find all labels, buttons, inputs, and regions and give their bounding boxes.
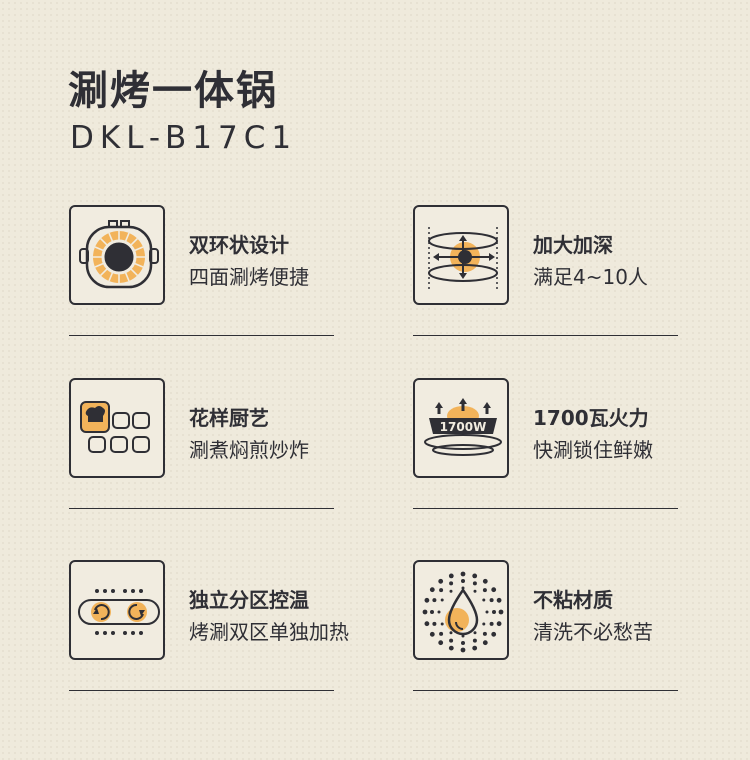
divider	[413, 335, 678, 336]
feature-icon-box	[413, 560, 509, 660]
feature-title: 花样厨艺	[189, 406, 269, 430]
feature-title: 双环状设计	[189, 233, 289, 257]
feature-icon-box	[413, 205, 509, 305]
feature-title: 1700瓦火力	[533, 406, 649, 430]
feature-title: 独立分区控温	[189, 588, 309, 612]
feature-dual-ring: 双环状设计 四面涮烤便捷	[69, 205, 339, 345]
power-badge: 1700W	[440, 420, 487, 434]
feature-title: 不粘材质	[533, 588, 613, 612]
divider	[413, 690, 678, 691]
feature-desc: 四面涮烤便捷	[189, 265, 309, 289]
model-number: DKL-B17C1	[70, 120, 298, 156]
feature-title: 加大加深	[533, 233, 613, 257]
feature-deep-pot: 加大加深 满足4~10人	[413, 205, 683, 345]
divider	[69, 508, 334, 509]
divider	[69, 335, 334, 336]
divider	[69, 690, 334, 691]
feature-power: 1700W 1700瓦火力 快涮锁住鲜嫩	[413, 378, 683, 518]
feature-desc: 烤涮双区单独加热	[189, 620, 349, 644]
feature-icon-box	[69, 560, 165, 660]
feature-desc: 涮煮焖煎炒炸	[189, 438, 309, 462]
dual-zone-icon	[78, 589, 160, 635]
feature-desc: 清洗不必愁苦	[533, 620, 653, 644]
cooking-modes-icon	[80, 401, 150, 453]
feature-icon-box	[69, 205, 165, 305]
feature-icon-box: 1700W	[413, 378, 509, 478]
feature-desc: 满足4~10人	[533, 265, 648, 289]
feature-non-stick: 不粘材质 清洗不必愁苦	[413, 560, 683, 700]
feature-desc: 快涮锁住鲜嫩	[533, 438, 653, 462]
divider	[413, 508, 678, 509]
feature-icon-box	[69, 378, 165, 478]
dual-ring-pot-icon	[79, 220, 159, 289]
deep-pot-icon	[428, 227, 498, 289]
page-title: 涮烤一体锅	[68, 68, 278, 114]
feature-cooking-modes: 花样厨艺 涮煮焖煎炒炸	[69, 378, 339, 518]
power-icon: 1700W	[424, 398, 502, 456]
feature-dual-zone: 独立分区控温 烤涮双区单独加热	[69, 560, 349, 700]
non-stick-drop-icon	[422, 571, 504, 653]
